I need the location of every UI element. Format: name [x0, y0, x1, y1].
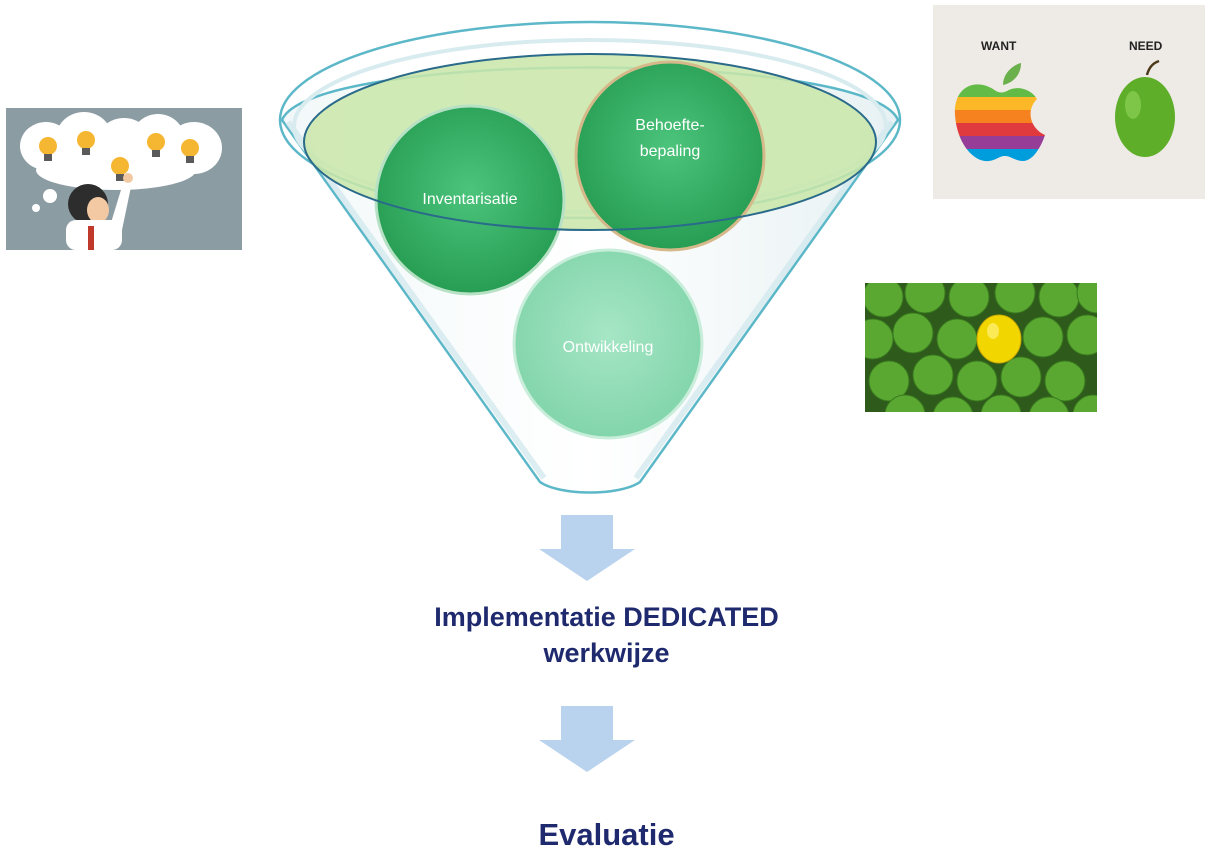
- limes-lemon-image: [865, 283, 1097, 412]
- label-ontwikkeling: Ontwikkeling: [516, 332, 700, 364]
- funnel-top-ellipse-outline: [303, 53, 877, 231]
- down-arrow-icon: [539, 706, 635, 772]
- ideas-lightbulb-image: [6, 108, 242, 250]
- step-implementatie-line2: werkwijze: [543, 638, 670, 669]
- apples-illustration: [954, 59, 1175, 162]
- want-label: WANT: [981, 39, 1017, 53]
- step-implementatie: Implementatie DEDICATED werkwijze: [0, 599, 1213, 672]
- label-behoeftebepaling: Behoefte- bepaling: [578, 104, 762, 174]
- label-ontwikkeling-text: Ontwikkeling: [562, 339, 654, 357]
- circle-ontwikkeling: [512, 248, 704, 440]
- label-behoefte-line1: Behoefte-: [635, 117, 705, 135]
- ideas-illustration: [6, 108, 242, 250]
- want-need-image: WANT NEED: [933, 5, 1205, 199]
- circle-behoeftebepaling: [574, 60, 766, 252]
- step-implementatie-line1: Implementatie DEDICATED: [434, 602, 779, 632]
- label-behoefte-line2: bepaling: [639, 143, 701, 160]
- label-inventarisatie-text: Inventarisatie: [422, 191, 518, 209]
- funnel-diagram: [278, 20, 902, 494]
- label-inventarisatie: Inventarisatie: [378, 184, 562, 216]
- step-evaluatie: Evaluatie: [538, 817, 675, 852]
- limes-illustration: [865, 283, 1097, 412]
- need-label: NEED: [1129, 39, 1163, 53]
- down-arrow-icon: [539, 515, 635, 581]
